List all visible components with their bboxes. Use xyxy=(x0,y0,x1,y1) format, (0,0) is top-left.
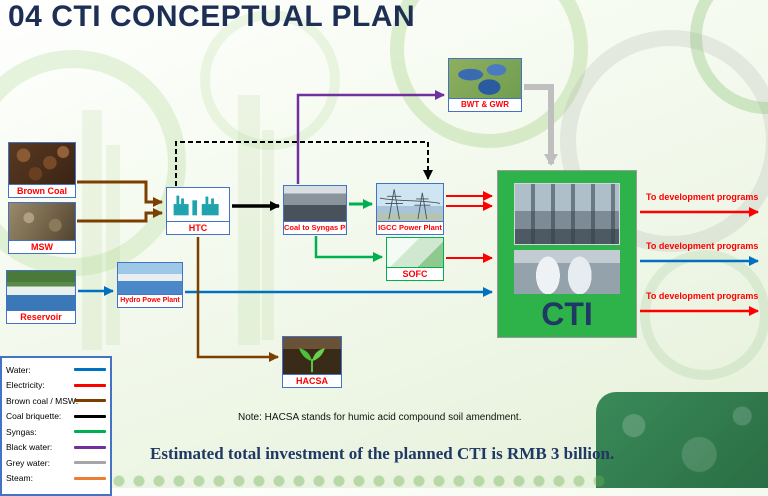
legend-row-water: Water: xyxy=(6,362,106,378)
legend-label: Grey water: xyxy=(6,457,50,468)
legend-label: Coal briquette: xyxy=(6,411,62,422)
node-hacsa: HACSA xyxy=(282,336,342,388)
node-bwt-gwr: BWT & GWR xyxy=(448,58,522,112)
bwt-gwr-image xyxy=(449,59,521,98)
node-htc: HTC xyxy=(166,187,230,235)
node-sofc: SOFC xyxy=(386,237,444,281)
legend-line-electricity xyxy=(74,383,106,387)
coal-to-syngas-image xyxy=(284,186,346,221)
arrow-syngas-to-sofc xyxy=(314,236,383,262)
node-brown-coal: Brown Coal xyxy=(8,142,76,198)
hydro-label: Hydro Powe Plant xyxy=(118,294,182,307)
legend-label: Water: xyxy=(6,364,31,375)
coal-to-syngas-label: Coal to Syngas Plant xyxy=(284,221,346,234)
legend-line-greywater xyxy=(74,461,106,465)
legend-row-syngas: Syngas: xyxy=(6,424,106,440)
node-hydro-power-plant: Hydro Powe Plant xyxy=(117,262,183,308)
arrow-htc-to-hacsa xyxy=(196,237,279,362)
decor-ring-mid-right xyxy=(640,250,768,380)
htc-label: HTC xyxy=(167,221,229,234)
arrow-htc-to-igcc-dashed xyxy=(175,141,433,186)
cti-label: CTI xyxy=(541,296,593,332)
reservoir-label: Reservoir xyxy=(7,310,75,323)
brown-coal-image xyxy=(9,143,75,184)
legend-row-grey-water: Grey water: xyxy=(6,455,106,471)
reservoir-image xyxy=(7,271,75,310)
legend-line-steam xyxy=(74,476,106,480)
output-label-3: To development programs xyxy=(646,291,759,301)
legend-row-coal-briquette: Coal briquette: xyxy=(6,409,106,425)
cti-cooling-towers-photo xyxy=(514,250,620,294)
seedling-icon xyxy=(299,348,325,373)
legend-label: Steam: xyxy=(6,473,33,484)
legend-line-browncoal xyxy=(74,399,106,403)
decor-bottom-band xyxy=(112,474,612,488)
legend-line-blackwater xyxy=(74,445,106,449)
node-igcc-power-plant: IGCC Power Plant xyxy=(376,183,444,235)
hacsa-image xyxy=(283,337,341,374)
legend-line-water xyxy=(74,368,106,372)
pylon-icon xyxy=(379,189,441,220)
msw-label: MSW xyxy=(9,240,75,253)
sofc-label: SOFC xyxy=(387,267,443,280)
legend-row-electricity: Electricity: xyxy=(6,378,106,394)
output-label-1: To development programs xyxy=(646,192,759,202)
node-cti: CTI xyxy=(497,170,637,338)
hacsa-note: Note: HACSA stands for humic acid compou… xyxy=(238,412,522,423)
node-reservoir: Reservoir xyxy=(6,270,76,324)
cti-plant-photo xyxy=(514,183,620,245)
page-title: 04 CTI CONCEPTUAL PLAN xyxy=(8,0,416,33)
legend-label: Syngas: xyxy=(6,426,37,437)
legend-line-syngas xyxy=(74,430,106,434)
msw-image xyxy=(9,203,75,240)
sofc-image xyxy=(387,238,443,267)
node-coal-to-syngas-plant: Coal to Syngas Plant xyxy=(283,185,347,235)
legend-label: Electricity: xyxy=(6,380,45,391)
bwt-gwr-label: BWT & GWR xyxy=(449,98,521,111)
igcc-image xyxy=(377,184,443,221)
decor-ring-upper-left xyxy=(200,10,340,150)
legend-label: Brown coal / MSW: xyxy=(6,395,79,406)
legend-line-briquette xyxy=(74,414,106,418)
arrow-browncoal-to-htc xyxy=(77,180,163,207)
legend-row-steam: Steam: xyxy=(6,471,106,487)
factory-icon xyxy=(173,195,219,215)
investment-statement: Estimated total investment of the planne… xyxy=(150,444,615,463)
arrow-bwtgwr-to-cti-greywater xyxy=(524,84,558,166)
legend-row-black-water: Black water: xyxy=(6,440,106,456)
brown-coal-label: Brown Coal xyxy=(9,184,75,197)
igcc-label: IGCC Power Plant xyxy=(377,221,443,234)
hacsa-label: HACSA xyxy=(283,374,341,387)
hydro-image xyxy=(118,263,182,294)
legend: Water: Electricity: Brown coal / MSW: Co… xyxy=(0,356,112,496)
arrow-blackwater-to-bwtgwr xyxy=(296,90,445,184)
legend-row-browncoal-msw: Brown coal / MSW: xyxy=(6,393,106,409)
output-label-2: To development programs xyxy=(646,241,759,251)
arrow-msw-to-htc xyxy=(77,208,163,223)
decor-skyline-building xyxy=(238,95,260,345)
legend-label: Black water: xyxy=(6,442,53,453)
htc-image xyxy=(167,188,229,221)
decor-bottom-right-pattern xyxy=(596,392,768,488)
decor-skyline-building xyxy=(262,130,274,340)
node-msw: MSW xyxy=(8,202,76,254)
